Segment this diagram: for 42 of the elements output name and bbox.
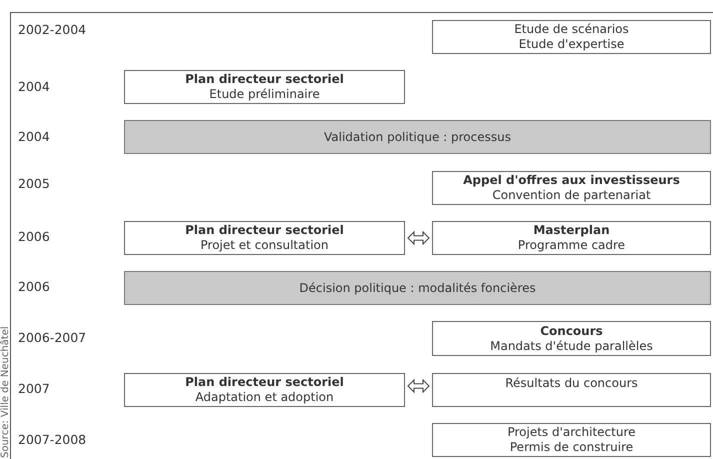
year-label: 2004: [18, 129, 50, 144]
year-label: 2006-2007: [18, 330, 86, 345]
band-label: Validation politique : processus: [324, 130, 511, 144]
box-heading: Plan directeur sectoriel: [185, 72, 344, 87]
box-text: Convention de partenariat: [492, 188, 651, 203]
double-arrow: [407, 378, 430, 394]
box-heading: Plan directeur sectoriel: [185, 375, 344, 390]
year-label: 2007: [18, 381, 50, 396]
box-text: Etude de scénarios: [514, 22, 629, 37]
band-label: Décision politique : modalités foncières: [299, 280, 536, 296]
box-text: Permis de construire: [510, 440, 634, 455]
box-text: Mandats d'étude parallèles: [490, 338, 653, 354]
double-arrow: [407, 230, 430, 246]
process-box: [124, 70, 405, 104]
box-heading: Masterplan: [533, 223, 610, 238]
box-text: Etude d'expertise: [518, 37, 624, 52]
process-box: [432, 423, 711, 457]
year-label: 2006: [18, 279, 50, 294]
year-label: 2006: [18, 229, 50, 244]
box-text: Résultats du concours: [505, 376, 638, 391]
process-box: [432, 221, 711, 255]
box-heading: Concours: [540, 324, 603, 338]
box-text: Programme cadre: [518, 238, 626, 253]
box-text: Projets d'architecture: [507, 425, 636, 440]
year-label: 2005: [18, 176, 50, 191]
process-box: [432, 20, 711, 54]
box-text: Projet et consultation: [200, 238, 328, 253]
box-heading: Appel d'offres aux investisseurs: [463, 173, 680, 188]
process-box: [124, 373, 405, 407]
year-label: 2007-2008: [18, 432, 86, 447]
box-text: Adaptation et adoption: [195, 390, 334, 405]
year-label: 2002-2004: [18, 22, 86, 37]
decision-band: [124, 271, 711, 305]
process-box: [124, 221, 405, 255]
year-label: 2004: [18, 79, 50, 94]
decision-band: [124, 120, 711, 154]
process-box: [432, 171, 711, 205]
process-box: [432, 373, 711, 407]
process-box: [432, 321, 711, 356]
box-text: Etude préliminaire: [209, 87, 320, 102]
source-note: Source: Ville de Neuchâtel: [0, 326, 11, 458]
box-heading: Plan directeur sectoriel: [185, 223, 344, 238]
